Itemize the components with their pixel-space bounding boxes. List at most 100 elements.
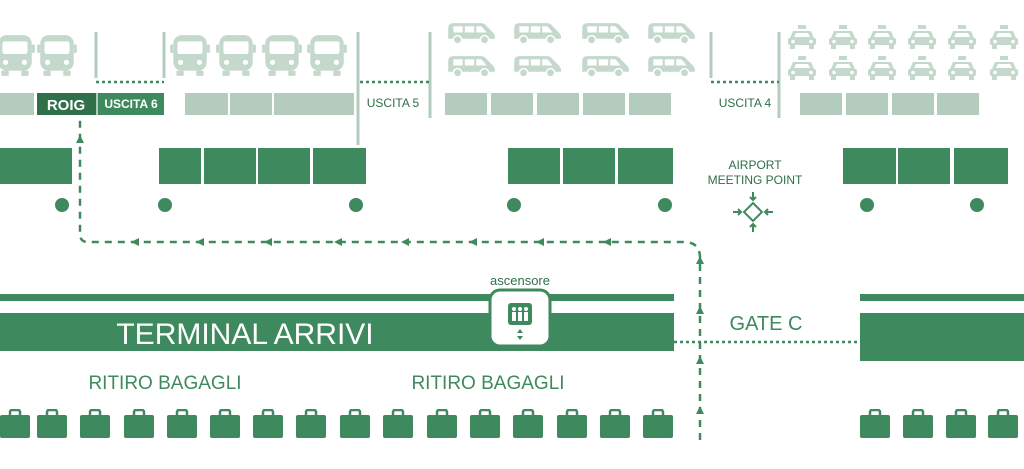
bus-platform — [159, 148, 201, 184]
platform-dot — [158, 198, 172, 212]
parking-bays — [0, 93, 979, 115]
bus-platform — [563, 148, 615, 184]
baggage-claim-icons — [0, 409, 1018, 439]
route-arrow-left-icon — [603, 238, 611, 246]
bus-platform — [313, 148, 366, 184]
route-arrow-left-icon — [469, 238, 477, 246]
exit-6-label: USCITA 6 — [104, 97, 158, 111]
baggage-claim-label-2: RITIRO BAGAGLI — [411, 373, 564, 394]
parking-bay — [491, 93, 533, 115]
taxi-icon — [908, 25, 936, 49]
luggage-icon — [167, 409, 197, 439]
luggage-icon — [513, 409, 543, 439]
platform-dot — [658, 198, 672, 212]
exit-6-badge — [98, 93, 164, 115]
parking-bay — [230, 93, 272, 115]
bus-platforms — [0, 148, 1008, 184]
route-arrow-up-icon — [696, 256, 704, 264]
meeting-point-label-1: AIRPORT — [728, 158, 782, 172]
luggage-icon — [340, 409, 370, 439]
bus-parking — [0, 35, 347, 76]
route-arrow-up-icon — [696, 356, 704, 364]
luggage-icon — [37, 409, 67, 439]
parking-bay — [0, 93, 34, 115]
luggage-icon — [557, 409, 587, 439]
bus-icon — [37, 35, 77, 76]
luggage-icon — [383, 409, 413, 439]
taxi-icon — [829, 56, 857, 80]
platform-dot — [860, 198, 874, 212]
luggage-icon — [860, 409, 890, 439]
luggage-icon — [80, 409, 110, 439]
luggage-icon — [946, 409, 976, 439]
bus-platform — [508, 148, 560, 184]
luggage-icon — [124, 409, 154, 439]
minivan-parking — [447, 22, 696, 78]
luggage-icon — [253, 409, 283, 439]
luggage-icon — [210, 409, 240, 439]
exit-4-label: USCITA 4 — [719, 96, 772, 110]
bus-icon — [0, 35, 35, 76]
luggage-icon — [427, 409, 457, 439]
parking-bay — [274, 93, 316, 115]
route-arrow-left-icon — [536, 238, 544, 246]
platform-dots — [55, 198, 984, 212]
bus-icon — [170, 35, 210, 76]
parking-bay — [445, 93, 487, 115]
minivan-icon — [513, 22, 562, 45]
luggage-icon — [903, 409, 933, 439]
bus-icon — [216, 35, 256, 76]
luggage-icon — [296, 409, 326, 439]
platform-dot — [349, 198, 363, 212]
parking-bay — [312, 93, 354, 115]
bay-separators — [94, 32, 781, 145]
minivan-icon — [647, 55, 696, 78]
taxi-parking — [788, 25, 1018, 80]
minivan-icon — [581, 22, 630, 45]
luggage-icon — [600, 409, 630, 439]
meeting-point-label-2: MEETING POINT — [708, 173, 803, 187]
route-arrow-up-icon — [696, 406, 704, 414]
minivan-icon — [447, 22, 496, 45]
taxi-icon — [788, 56, 816, 80]
route-arrow-up-icon — [76, 135, 84, 143]
parking-bay — [937, 93, 979, 115]
minivan-icon — [581, 55, 630, 78]
taxi-icon — [868, 56, 896, 80]
elevator-icon[interactable] — [488, 288, 552, 348]
bus-icon — [307, 35, 347, 76]
roig-label: ROIG — [47, 97, 85, 114]
parking-bay — [185, 93, 228, 115]
route-arrow-left-icon — [196, 238, 204, 246]
bus-icon — [262, 35, 302, 76]
bus-platform — [954, 148, 1008, 184]
taxi-icon — [990, 25, 1018, 49]
route-arrow-left-icon — [131, 238, 139, 246]
platform-dot — [55, 198, 69, 212]
route-arrow-left-icon — [401, 238, 409, 246]
parking-bay — [583, 93, 625, 115]
bus-platform — [0, 148, 72, 184]
walking-route — [76, 105, 704, 440]
bus-platform — [258, 148, 310, 184]
meeting-point-icon — [733, 192, 773, 232]
parking-bay — [537, 93, 579, 115]
platform-dot — [970, 198, 984, 212]
elevator-label: ascensore — [490, 273, 550, 288]
taxi-icon — [948, 25, 976, 49]
parking-bay — [892, 93, 934, 115]
bus-platform — [898, 148, 950, 184]
parking-bay — [629, 93, 671, 115]
luggage-icon — [643, 409, 673, 439]
taxi-icon — [908, 56, 936, 80]
roig-badge[interactable] — [37, 93, 96, 115]
taxi-icon — [948, 56, 976, 80]
taxi-icon — [990, 56, 1018, 80]
terminal-title: TERMINAL ARRIVI — [116, 318, 373, 351]
minivan-icon — [513, 55, 562, 78]
exit-5-label: USCITA 5 — [367, 96, 420, 110]
terminal-building — [0, 294, 1024, 361]
bus-platform — [843, 148, 896, 184]
